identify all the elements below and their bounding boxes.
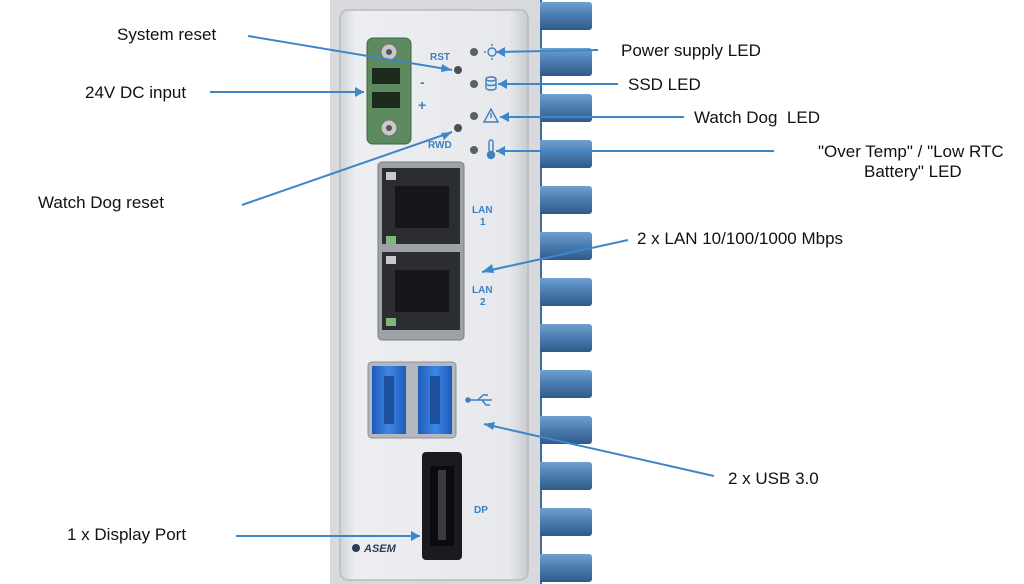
heatsink-fin bbox=[528, 140, 592, 168]
heatsink-fin bbox=[528, 232, 592, 260]
minus-label: - bbox=[420, 74, 425, 90]
usb-ports bbox=[367, 361, 457, 439]
lan1-label: LAN bbox=[472, 205, 493, 216]
heatsink-fin bbox=[528, 462, 592, 490]
dp-label: DP bbox=[474, 505, 488, 516]
warning-icon bbox=[482, 107, 500, 123]
heatsink-fin bbox=[528, 508, 592, 536]
ssd-led bbox=[470, 80, 478, 88]
callout-watchdog-reset: Watch Dog reset bbox=[38, 193, 164, 212]
asem-logo: ASEM bbox=[352, 543, 397, 555]
lan1-number: 1 bbox=[480, 217, 486, 228]
svg-text:ASEM: ASEM bbox=[363, 543, 397, 555]
leader-lan bbox=[481, 239, 629, 273]
callout-power-led: Power supply LED bbox=[621, 41, 761, 60]
watchdog-reset-button[interactable] bbox=[454, 124, 462, 132]
callout-display-port: 1 x Display Port bbox=[67, 525, 186, 544]
callout-dc-input: 24V DC input bbox=[85, 83, 186, 102]
lan2-port[interactable] bbox=[395, 270, 449, 312]
leader-usb bbox=[483, 423, 715, 477]
leader-power-led bbox=[495, 49, 599, 53]
leader-arrowheads bbox=[355, 47, 509, 541]
usb-icon bbox=[465, 394, 492, 406]
power-led bbox=[470, 48, 478, 56]
lan1-port[interactable] bbox=[395, 186, 449, 228]
callout-over-temp-line1: "Over Temp" / "Low RTC bbox=[818, 142, 1004, 161]
lan2-number: 2 bbox=[480, 297, 486, 308]
leader-watchdog-reset bbox=[241, 131, 453, 206]
leader-system-reset bbox=[247, 35, 453, 71]
callout-lan: 2 x LAN 10/100/1000 Mbps bbox=[637, 229, 843, 248]
heatsink-fin bbox=[528, 370, 592, 398]
dc-input-connector bbox=[366, 37, 412, 145]
display-port bbox=[422, 452, 462, 560]
heatsink-fin bbox=[528, 324, 592, 352]
heatsink-fin bbox=[528, 2, 592, 30]
callout-ssd-led: SSD LED bbox=[628, 75, 701, 94]
callout-system-reset: System reset bbox=[117, 25, 216, 44]
watchdog-led bbox=[470, 112, 478, 120]
led-column bbox=[470, 48, 478, 154]
plus-label: + bbox=[418, 97, 426, 113]
heatsink-fin bbox=[528, 186, 592, 214]
wd-label: RWD bbox=[428, 140, 452, 151]
heatsink-fin bbox=[528, 278, 592, 306]
database-icon bbox=[485, 76, 497, 91]
callout-usb: 2 x USB 3.0 bbox=[728, 469, 819, 488]
system-reset-button[interactable] bbox=[454, 66, 462, 74]
over-temp-led bbox=[470, 146, 478, 154]
callout-over-temp-line2: Battery" LED bbox=[864, 162, 962, 181]
lan2-label: LAN bbox=[472, 285, 493, 296]
heatsink bbox=[528, 0, 592, 584]
rst-label: RST bbox=[430, 52, 450, 63]
callout-watchdog-led: Watch Dog LED bbox=[694, 108, 820, 127]
heatsink-fin bbox=[528, 48, 592, 76]
leader-lines bbox=[210, 35, 774, 537]
heatsink-fin bbox=[528, 94, 592, 122]
thermometer-icon bbox=[486, 139, 496, 160]
lan-ports bbox=[377, 161, 465, 341]
heatsink-fin bbox=[528, 554, 592, 582]
